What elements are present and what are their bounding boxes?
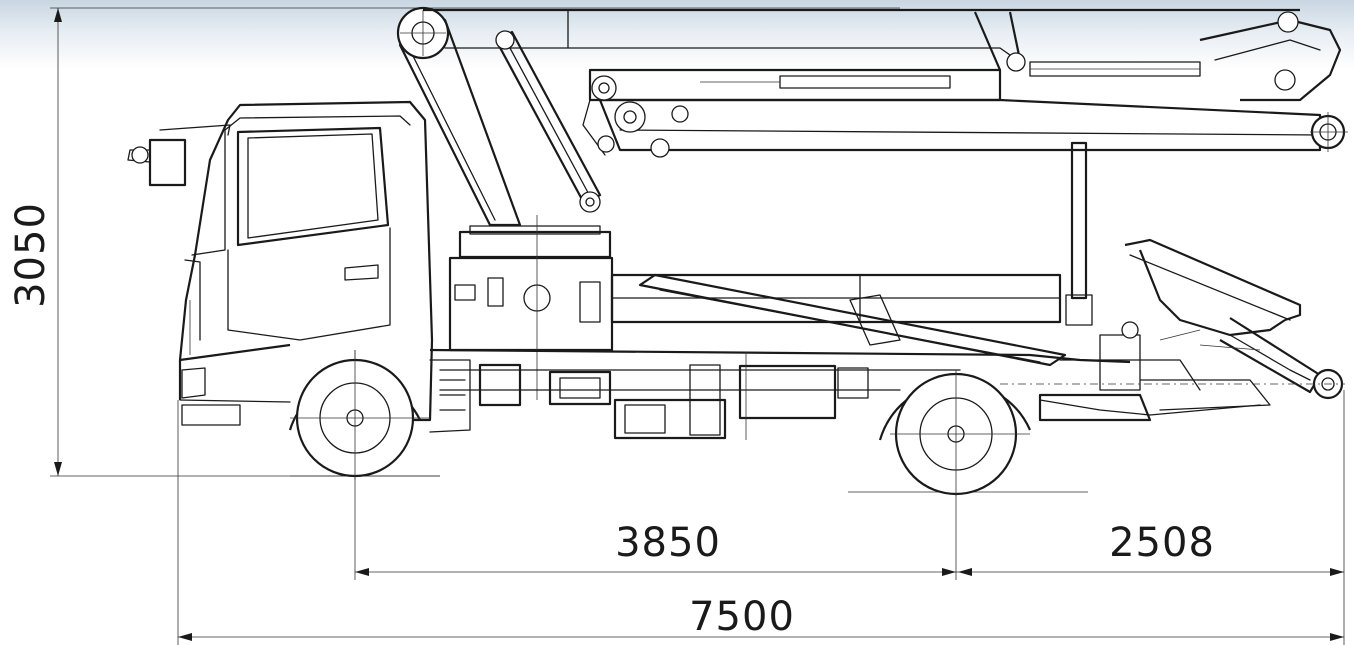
cab-step: [429, 359, 471, 433]
side-mirror: [127, 124, 231, 187]
height-dimension-label: 3050: [8, 202, 54, 308]
background-wash: [0, 0, 1354, 70]
overall-length-dimension-label: 7500: [689, 594, 795, 640]
rear-wheel: [878, 370, 1032, 496]
dimension-height: 3050: [8, 7, 900, 477]
dimension-wheelbase: 3850: [354, 350, 957, 580]
wheelbase-dimension-label: 3850: [615, 520, 721, 566]
rear-platform-rest: [1000, 238, 1345, 400]
truck-cab: [127, 100, 434, 426]
dimension-rear-overhang: 2508: [956, 390, 1345, 645]
dimension-overall-length: 7500: [177, 400, 1344, 645]
boom-tip-pivot: [1310, 112, 1348, 152]
boom-assembly: [396, 6, 1348, 326]
chassis: [429, 215, 1345, 440]
lift-cylinder: [495, 30, 602, 213]
front-wheel: [288, 350, 430, 480]
rear-overhang-dimension-label: 2508: [1109, 520, 1215, 566]
